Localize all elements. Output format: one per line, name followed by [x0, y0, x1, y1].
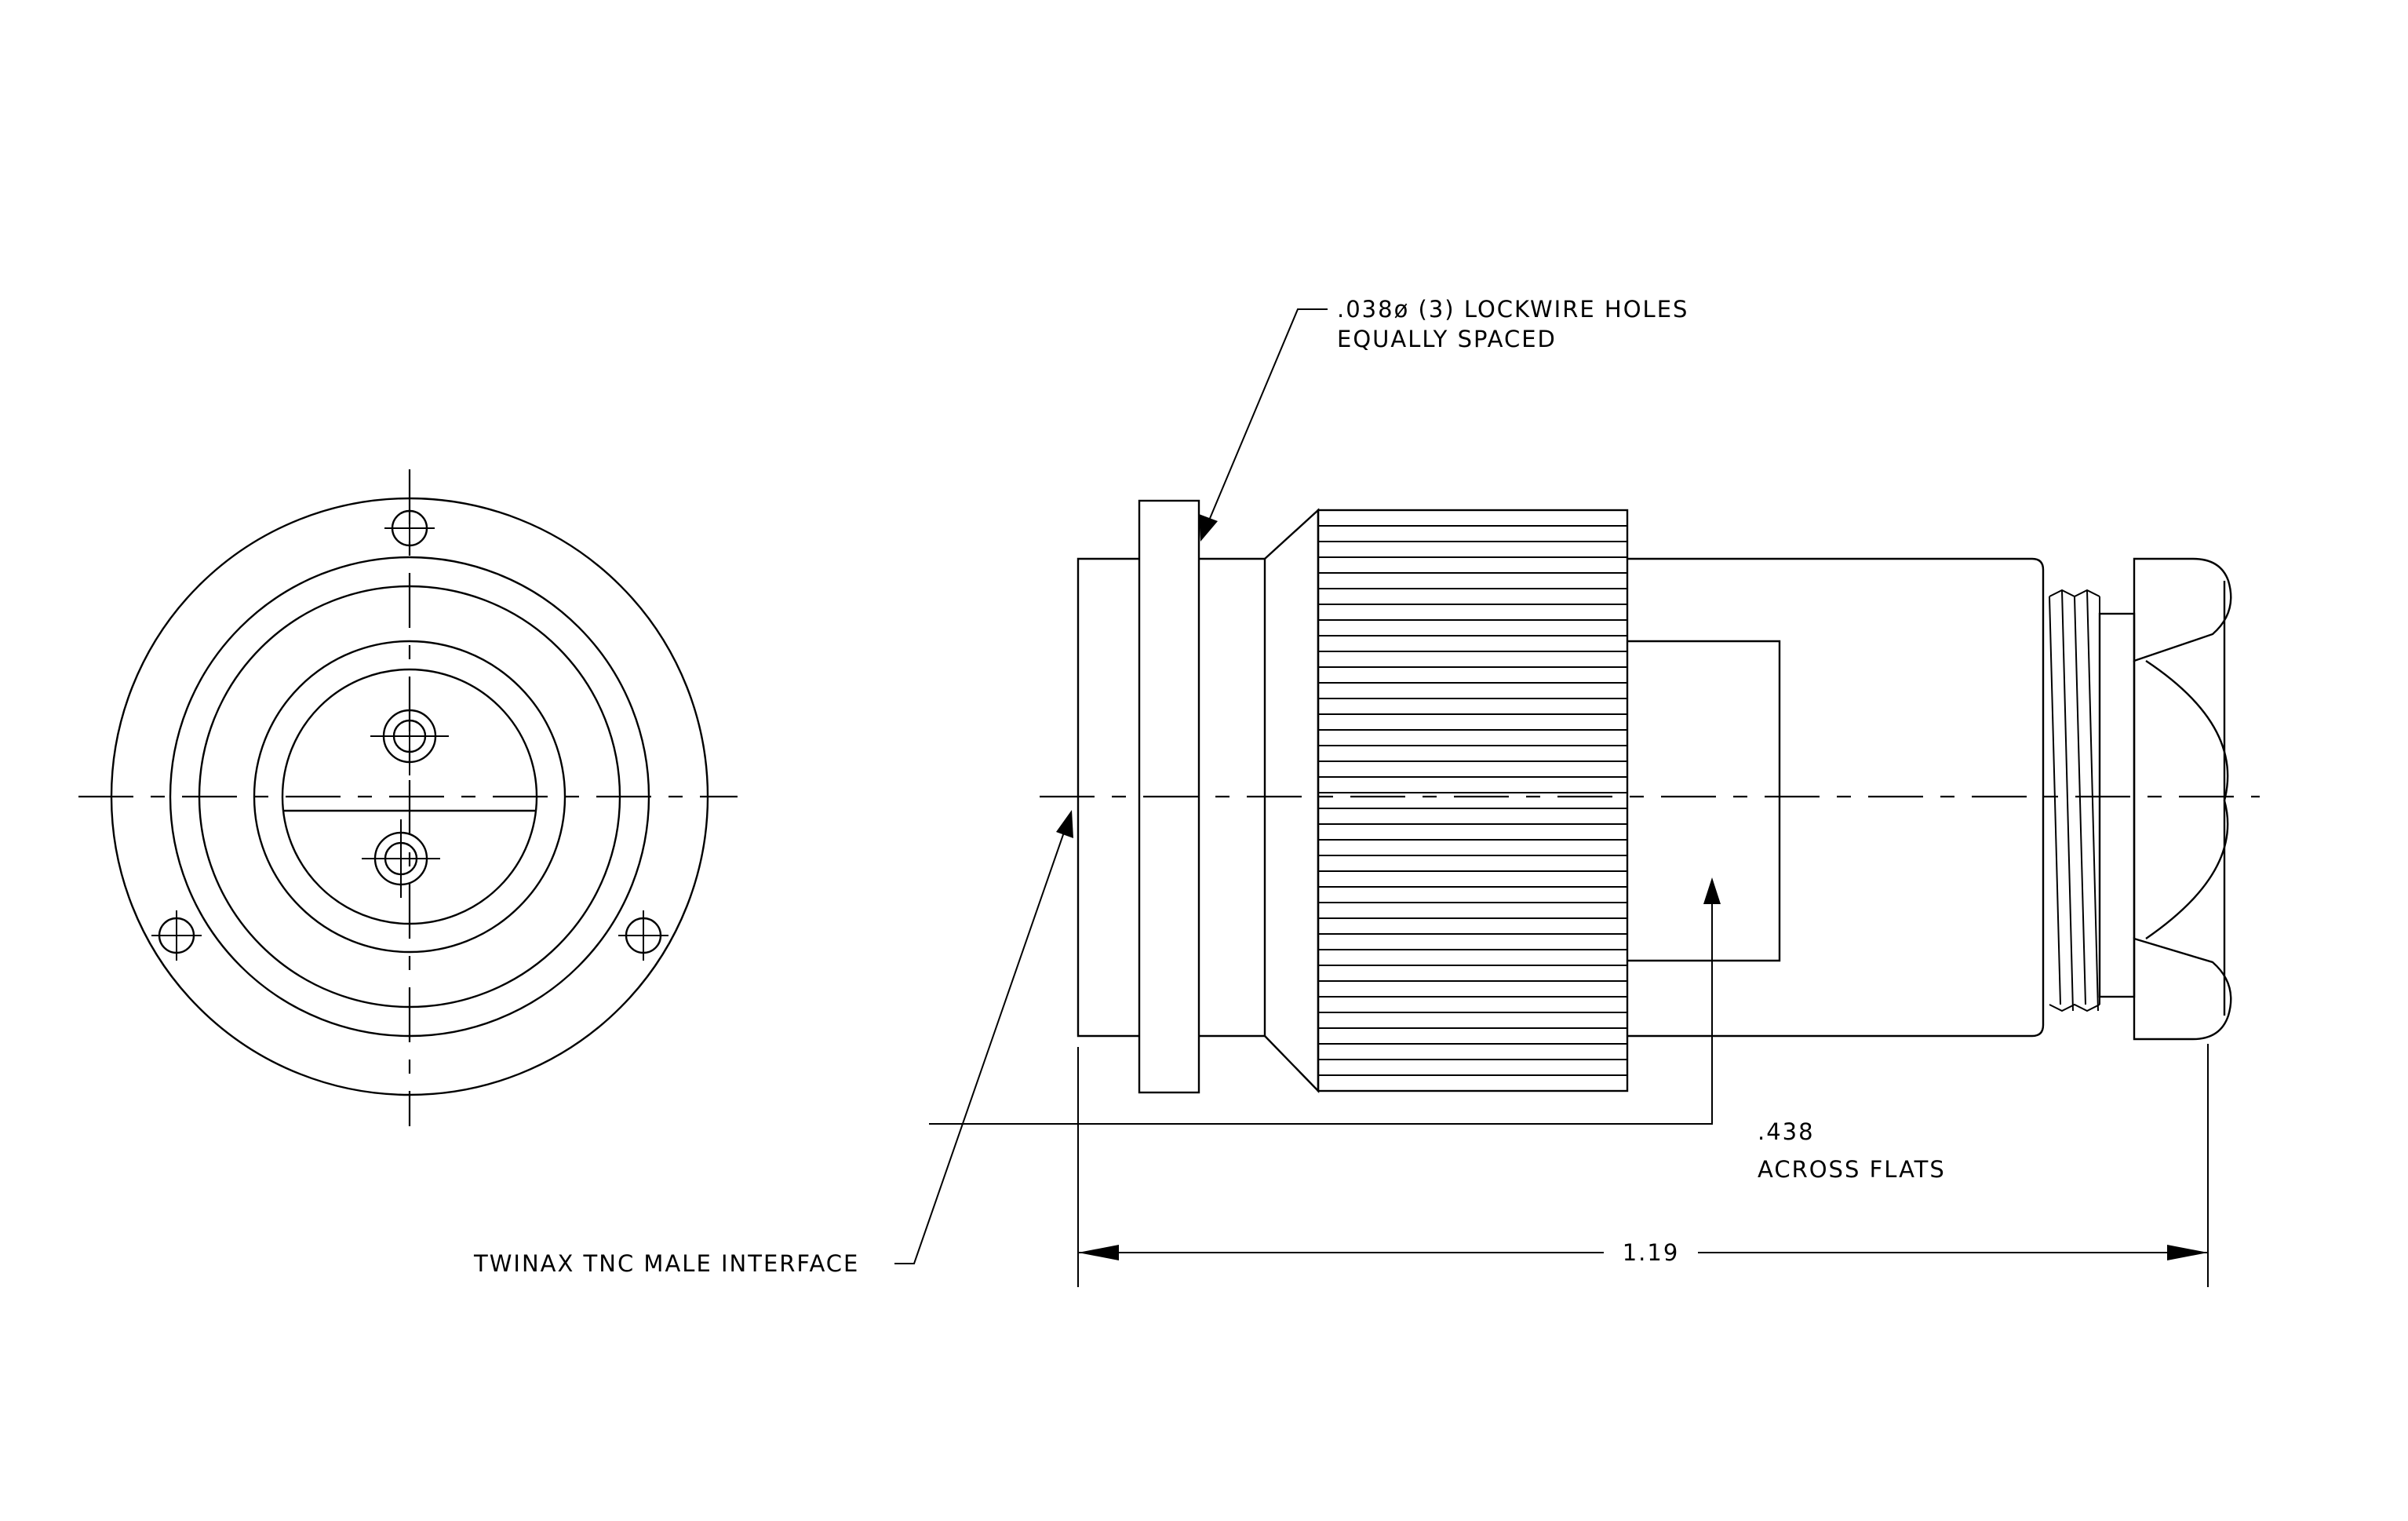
knurl-lines [1318, 525, 1627, 1076]
front-ring-circle-1 [169, 556, 650, 1038]
nut-chamfer [1264, 508, 1320, 1093]
front-flange-outer-circle [110, 497, 709, 1096]
overall-length-value: 1.19 [1623, 1239, 1680, 1266]
front-view [78, 469, 738, 1126]
rear-cap [2133, 557, 2232, 1041]
interface-note: TWINAX TNC MALE INTERFACE [473, 1250, 859, 1277]
lockwire-leader [1199, 308, 1328, 542]
flange [1138, 499, 1200, 1094]
rear-collar [2098, 612, 2136, 998]
lower-contact [362, 819, 440, 898]
lockwire-note-line2: EQUALLY SPACED [1337, 326, 1557, 352]
overall-length-dimension [1077, 1044, 2209, 1287]
front-insulator-circle [281, 668, 538, 925]
side-view [1040, 499, 2260, 1094]
interface-leader [894, 810, 1073, 1264]
flats-label: ACROSS FLATS [1758, 1156, 1946, 1183]
hex-flat [1627, 640, 1781, 962]
lockwire-hole-left [151, 910, 202, 961]
lockwire-hole-right [618, 910, 668, 961]
knurled-coupling-nut [1317, 509, 1629, 1092]
rear-threads [2042, 589, 2100, 1012]
lockwire-hole-top [384, 503, 435, 553]
upper-contact [370, 697, 449, 775]
lockwire-note-line1: .038ø (3) LOCKWIRE HOLES [1337, 296, 1689, 323]
flats-leader [929, 877, 1721, 1125]
front-ring-circle-3 [253, 640, 566, 954]
flats-value: .438 [1758, 1118, 1815, 1145]
front-ring-circle-2 [198, 585, 621, 1009]
